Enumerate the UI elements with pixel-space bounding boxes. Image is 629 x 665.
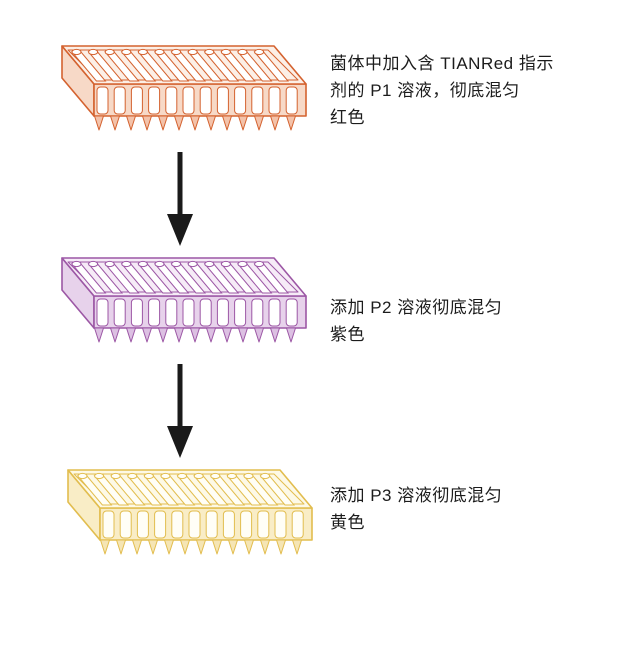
step-1-line-2: 剂的 P1 溶液，彻底混匀 [330, 81, 520, 100]
pcr-plate-yellow-drawing [67, 469, 313, 555]
step-3-description: 添加 P3 溶液彻底混匀 黄色 [330, 482, 622, 536]
down-arrow-1 [160, 150, 200, 250]
step-3-color-label: 黄色 [330, 513, 365, 532]
pcr-plate-yellow [48, 464, 316, 559]
down-arrow-icon [167, 364, 193, 458]
step-2-color-label: 紫色 [330, 325, 365, 344]
step-3-line-1: 添加 P3 溶液彻底混匀 [330, 486, 503, 505]
step-1-description: 菌体中加入含 TIANRed 指示 剂的 P1 溶液，彻底混匀 红色 [330, 50, 622, 131]
down-arrow-icon [167, 152, 193, 246]
pcr-plate-red-drawing [61, 45, 307, 131]
step-2-line-1: 添加 P2 溶液彻底混匀 [330, 298, 503, 317]
pcr-plate-red [42, 40, 310, 135]
step-2-description: 添加 P2 溶液彻底混匀 紫色 [330, 294, 622, 348]
pcr-plate-purple [42, 252, 310, 347]
step-1-color-label: 红色 [330, 108, 365, 127]
down-arrow-2 [160, 362, 200, 462]
step-1-line-1: 菌体中加入含 TIANRed 指示 [330, 54, 554, 73]
pcr-plate-purple-drawing [61, 257, 307, 343]
